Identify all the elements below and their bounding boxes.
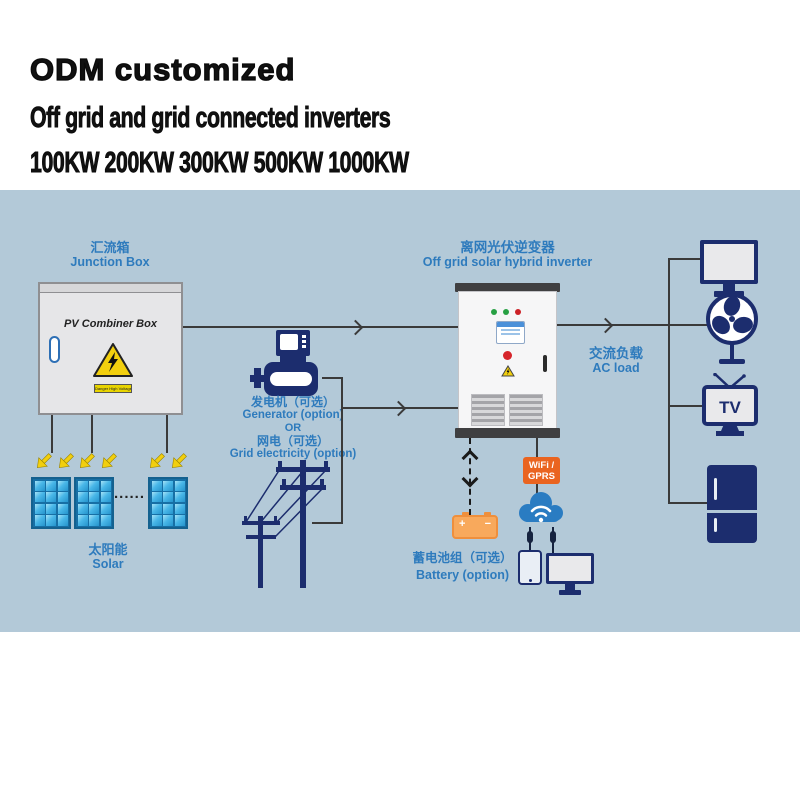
grid-electricity-label-cn: 网电（可选） [256, 434, 329, 448]
wifi-badge-line2: GPRS [528, 471, 555, 482]
arrow-right-icon [347, 319, 364, 336]
solar-panel-icon [31, 477, 71, 529]
ac-load-label-en: AC load [592, 361, 640, 375]
generator-icon [250, 330, 318, 396]
ac-load-label-cn: 交流负载 [589, 346, 643, 361]
inverter-label-cn: 离网光伏逆变器 [460, 240, 555, 255]
danger-label: Danger High Voltage [94, 384, 132, 393]
wire-box-to-panel2 [91, 415, 93, 453]
grid-electricity-label-en: Grid electricity (option) [229, 448, 357, 460]
battery-label: 蓄电池组（可选） Battery (option) [380, 550, 545, 584]
battery-minus-terminal: − [484, 518, 491, 530]
junction-box-label-en: Junction Box [70, 255, 150, 269]
computer-monitor-icon [546, 553, 594, 595]
cabinet-handle-icon [49, 336, 60, 363]
tv-screen-text: TV [719, 398, 741, 417]
small-warning-icon [501, 365, 515, 377]
indicator-light-green [503, 309, 509, 315]
vent-grille-icon [509, 394, 543, 426]
wire-box-to-panel3 [166, 415, 168, 453]
wire-generator-to-inverter [341, 407, 458, 409]
generator-or-label: OR [284, 422, 302, 434]
inverter-bottom-bar [455, 428, 560, 438]
sun-arrows-panel3-icon [149, 453, 187, 469]
power-ratings: 100KW 200KW 300KW 500KW 1000KW [30, 145, 410, 179]
wire-to-fridge [668, 502, 709, 504]
battery-label-en: Battery (option) [415, 568, 510, 582]
wire-generator-bus [341, 377, 343, 523]
sun-arrows-panel1-icon [36, 453, 74, 469]
wire-inverter-to-battery [469, 438, 471, 515]
solar-panel-icon [74, 477, 114, 529]
generator-label-en: Generator (option) [242, 409, 344, 421]
solar-label: 太阳能 Solar [48, 542, 168, 572]
wire-to-monitor [668, 258, 702, 260]
wifi-badge-line1: WiFi / [528, 460, 555, 471]
battery-icon: + − [452, 512, 498, 539]
fan-icon [706, 293, 758, 364]
inverter-door-handle-icon [543, 355, 547, 372]
inverter-label-en: Off grid solar hybrid inverter [422, 255, 593, 269]
battery-label-cn: 蓄电池组（可选） [412, 551, 513, 565]
indicator-light-green [491, 309, 497, 315]
generator-label-cn: 发电机（可选） [250, 395, 335, 409]
ac-load-label: 交流负载 AC load [568, 346, 664, 376]
indicator-light-red [515, 309, 521, 315]
cabinet-top-strip [40, 284, 181, 293]
ac-load-bus [668, 258, 670, 504]
wire-box-to-panel1 [51, 415, 53, 453]
power-pole-icon [242, 460, 330, 588]
solar-label-en: Solar [92, 557, 124, 571]
tv-icon: TV [702, 373, 758, 436]
generator-label: 发电机（可选） Generator (option) OR 网电（可选） Gri… [218, 396, 368, 461]
emergency-stop-button [503, 351, 512, 360]
wire-junction-to-inverter [183, 326, 458, 328]
ellipsis-more-panels: ...... [114, 485, 146, 502]
inverter-label: 离网光伏逆变器 Off grid solar hybrid inverter [400, 240, 615, 270]
wire-to-tv [668, 405, 707, 407]
wire-generator-out [322, 377, 343, 379]
inverter-display-screen [496, 321, 525, 344]
arrow-right-icon [597, 317, 614, 334]
cable-plug-icon [527, 531, 533, 543]
inverter-top-bar [455, 283, 560, 292]
phone-icon [518, 550, 542, 585]
pv-combiner-box-title: PV Combiner Box [64, 318, 157, 330]
wifi-gprs-badge: WiFi / GPRS [523, 457, 560, 484]
high-voltage-warning-icon [93, 343, 133, 377]
wifi-cloud-icon [519, 492, 563, 523]
cable-plug-icon [550, 531, 556, 543]
page-subtitle: Off grid and grid connected inverters [30, 100, 391, 134]
vent-grille-icon [471, 394, 505, 426]
wire-pole-connect [312, 522, 343, 524]
wire-inverter-to-load [557, 324, 707, 326]
solar-panel-icon [148, 477, 188, 529]
fridge-icon [707, 465, 757, 543]
inverter-cabinet [455, 283, 560, 438]
pv-combiner-box-cabinet: PV Combiner Box Danger High Voltage [38, 282, 183, 415]
solar-label-cn: 太阳能 [88, 542, 128, 557]
junction-box-label-cn: 汇流箱 [90, 240, 130, 255]
junction-box-label: 汇流箱 Junction Box [30, 240, 190, 270]
page-title: ODM customized [29, 51, 296, 87]
arrow-down-icon [461, 470, 479, 488]
sun-arrows-panel2-icon [79, 453, 117, 469]
system-diagram: 汇流箱 Junction Box PV Combiner Box Danger … [0, 190, 800, 632]
monitor-icon [700, 240, 758, 297]
battery-plus-terminal: + [459, 518, 466, 530]
arrow-right-icon [390, 400, 407, 417]
arrow-up-icon [461, 449, 479, 467]
